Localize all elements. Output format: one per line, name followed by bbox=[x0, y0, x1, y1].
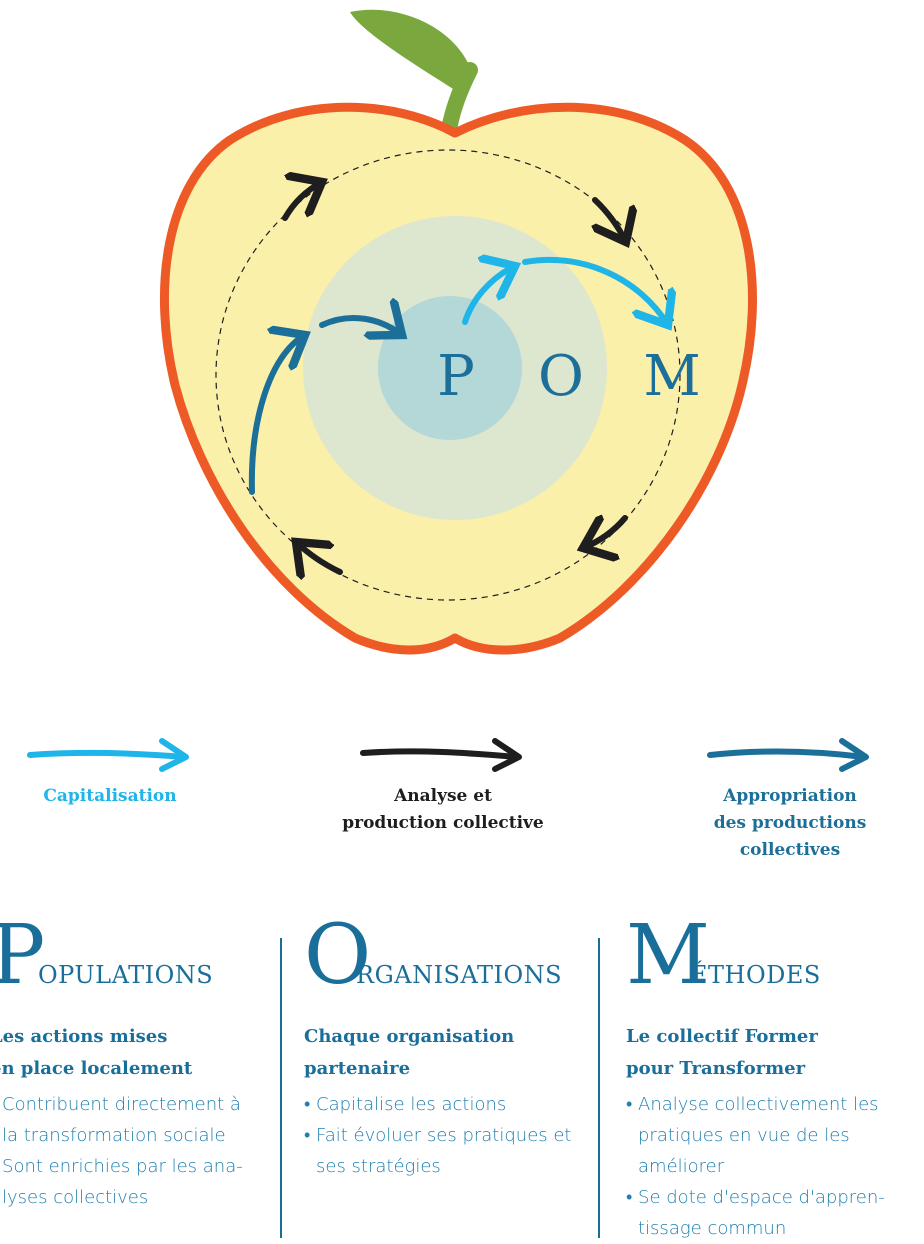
analyse-arrow-icon bbox=[360, 738, 522, 772]
black-arrow-top-left bbox=[282, 182, 322, 221]
cyan-arrow-left bbox=[462, 266, 515, 325]
inner-circle bbox=[378, 296, 522, 440]
organisations-rest: RGANISATIONS bbox=[356, 961, 563, 989]
black-arrow-bottom-left bbox=[296, 542, 343, 572]
organisations-subtitle: Chaque organisation partenaire bbox=[304, 1026, 515, 1079]
pom-apple-diagram: P O M bbox=[159, 9, 757, 655]
capitalisation-arrow-icon bbox=[27, 738, 189, 772]
legend-analyse-label: Analyse et production collective bbox=[342, 786, 544, 833]
list-item: Capitalise les actions bbox=[304, 1089, 594, 1120]
appropriation-arrow-icon bbox=[707, 738, 869, 772]
letter-o: O bbox=[538, 344, 584, 409]
legend-capitalisation: Capitalisation bbox=[16, 735, 204, 810]
apple-leaf bbox=[350, 9, 472, 93]
legend-capitalisation-label: Capitalisation bbox=[43, 786, 177, 806]
methodes-subtitle: Le collectif Former pour Transformer bbox=[626, 1026, 818, 1079]
methodes-list: Analyse collectivement les pratiques en … bbox=[626, 1089, 916, 1244]
populations-rest: OPULATIONS bbox=[38, 961, 214, 989]
blue-arrow-short bbox=[319, 318, 402, 335]
organisations-heading: O RGANISATIONS bbox=[304, 908, 594, 1003]
divider-right bbox=[598, 938, 600, 1238]
divider-left bbox=[280, 938, 282, 1238]
list-item: Sont enrichies par les ana-lyses collect… bbox=[0, 1151, 260, 1213]
methodes-heading: M ÉTHODES bbox=[626, 908, 916, 1003]
letter-m: M bbox=[643, 344, 700, 409]
populations-subtitle: Les actions mises en place localement bbox=[0, 1026, 193, 1079]
column-methodes: M ÉTHODES Le collectif Former pour Trans… bbox=[626, 915, 916, 1244]
dashed-cycle bbox=[215, 149, 681, 601]
letter-p: P bbox=[437, 344, 475, 409]
blue-arrow-long bbox=[248, 335, 305, 495]
cyan-arrow-right bbox=[522, 256, 668, 325]
methodes-rest: ÉTHODES bbox=[690, 961, 821, 989]
legend-appropriation: Appropriation des productions collective… bbox=[690, 735, 890, 864]
legend-appropriation-label: Appropriation des productions collective… bbox=[713, 786, 867, 860]
list-item: Analyse collectivement les pratiques en … bbox=[626, 1089, 916, 1182]
list-item: Fait évoluer ses pratiques et ses straté… bbox=[304, 1120, 594, 1182]
black-arrow-bottom-right bbox=[583, 518, 628, 548]
populations-initial: P bbox=[0, 908, 46, 1003]
organisations-initial: O bbox=[304, 908, 372, 1003]
black-arrow-top-right bbox=[595, 197, 626, 242]
populations-heading: P OPULATIONS bbox=[0, 908, 260, 1003]
organisations-list: Capitalise les actions Fait évoluer ses … bbox=[304, 1089, 594, 1182]
list-item: Se dote d'espace d'appren-tissage commun bbox=[626, 1182, 916, 1244]
populations-list: Contribuent directement à la transformat… bbox=[0, 1089, 260, 1213]
column-organisations: O RGANISATIONS Chaque organisation parte… bbox=[304, 915, 594, 1182]
methodes-initial: M bbox=[626, 908, 710, 1003]
list-item: Contribuent directement à la transformat… bbox=[0, 1089, 260, 1151]
column-populations: P OPULATIONS Les actions mises en place … bbox=[0, 915, 260, 1213]
legend-analyse: Analyse et production collective bbox=[318, 735, 568, 837]
